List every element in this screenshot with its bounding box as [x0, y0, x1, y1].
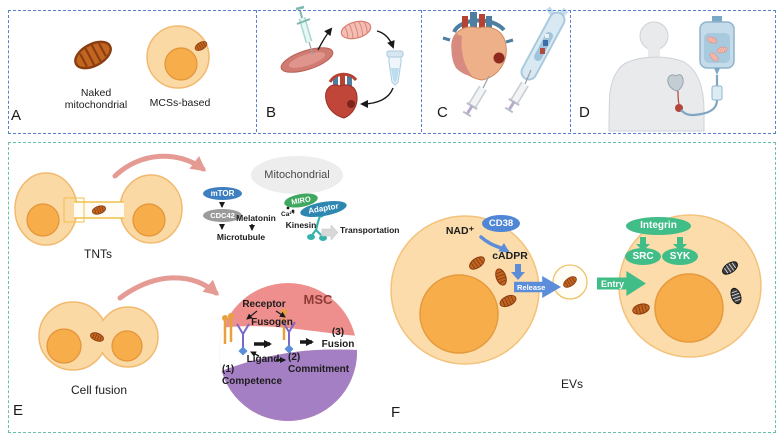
isolated-mitochondrion-illustration [338, 17, 374, 43]
commitment-step-label: (2) Commitment [288, 352, 350, 375]
kinesin-label: Kinesin [285, 220, 317, 230]
mechanism-arrows [219, 202, 255, 231]
syringe-into-vessel [504, 69, 532, 114]
microtubule-label: Microtubule [216, 232, 266, 242]
transportation-arrow [321, 224, 339, 241]
kinesin-motor-glyph [307, 210, 327, 241]
separator-b-c [421, 10, 422, 132]
evs-label: EVs [560, 377, 583, 391]
integrin-syk-arrow [673, 237, 687, 251]
syk-badge: SYK [662, 248, 698, 265]
tnts-label: TNTs [84, 247, 112, 261]
donor-cell-illustration [390, 215, 540, 365]
cycle-arrows [317, 27, 395, 108]
cd38-cadpr-arrow [479, 235, 510, 253]
panel-f-letter: F [391, 404, 401, 421]
msc-label: MSC [303, 292, 333, 307]
mcs-cell-illustration [146, 25, 210, 89]
cell-fusion-label: Cell fusion [70, 383, 128, 397]
nad-label: NAD⁺ [445, 225, 475, 237]
centrifuge-tube-illustration [386, 50, 404, 86]
naked-mitochondrion-illustration [69, 35, 117, 75]
panel-b-letter: B [266, 104, 277, 121]
receptor-label: Receptor [242, 299, 286, 310]
vessel-illustration [520, 6, 569, 81]
naked-mitochondrial-label: Naked mitochondrial [64, 87, 128, 112]
heart-illustration-large [442, 12, 514, 81]
transportation-label: Transportation [340, 225, 400, 235]
pink-arrow-cell-fusion [117, 275, 220, 301]
syringe-into-heart [462, 75, 490, 118]
panel-e-letter: E [13, 402, 24, 419]
panel-d-letter: D [579, 104, 590, 121]
iv-bag-illustration [680, 16, 735, 117]
calcium-dots [286, 206, 295, 213]
fusion-step-label: (3) Fusion [321, 327, 355, 350]
panel-a-letter: A [11, 107, 22, 124]
panel-c-letter: C [437, 104, 448, 121]
mtor-badge: mTOR [203, 187, 242, 200]
fused-cells-illustration [38, 301, 159, 371]
cd38-badge: CD38 [482, 215, 520, 232]
ligand-label: Ligand [246, 354, 280, 365]
mitochondrial-cloud: Mitochondrial [251, 156, 343, 194]
pink-arrow-tnts [112, 153, 207, 179]
extracellular-vesicle-illustration [552, 264, 588, 300]
cadpr-down-arrow [511, 264, 525, 280]
integrin-badge: Integrin [626, 217, 691, 235]
msc-fusion-diagram [219, 283, 357, 421]
person-silhouette [608, 21, 705, 132]
cdc42-badge: CDC42 [203, 209, 242, 222]
fusogen-label: Fusogen [251, 317, 293, 328]
muscle-biopsy-illustration [280, 5, 334, 73]
heart-illustration-small [325, 72, 358, 119]
tnt-cells-illustration [14, 172, 183, 246]
mcs-based-label: MCSs-based [149, 97, 211, 109]
separator-c-d [570, 10, 571, 132]
cadpr-label: cADPR [492, 250, 528, 262]
separator-a-b [256, 10, 257, 132]
competence-step-label: (1) Competence [222, 364, 283, 387]
src-badge: SRC [625, 248, 661, 265]
melatonin-label: Melatonin [236, 213, 276, 223]
integrin-src-arrow [636, 237, 650, 251]
calcium-label: Ca²⁺ [281, 211, 295, 218]
